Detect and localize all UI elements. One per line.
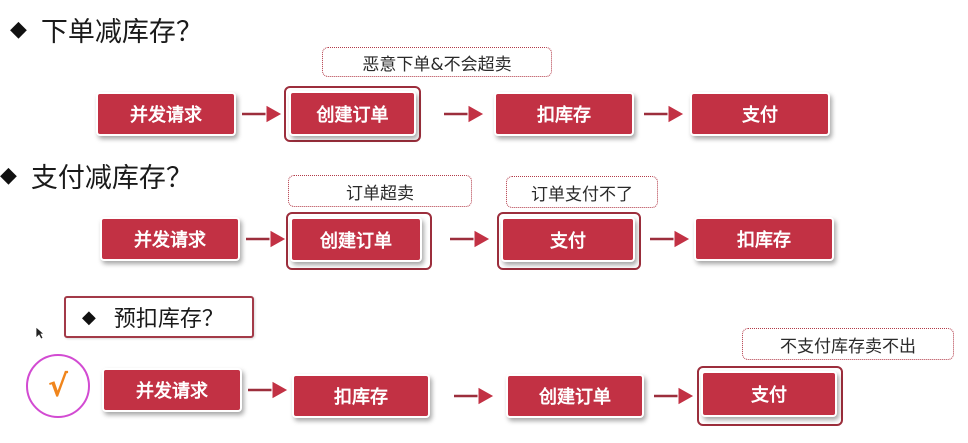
section-2-heading: ◆ 支付减库存？ (0, 156, 193, 195)
s3-step-concurrent-request: 并发请求 (102, 368, 242, 412)
s3-step-create-order: 创建订单 (506, 374, 644, 418)
diamond-bullet-icon: ◆ (0, 163, 17, 188)
diamond-bullet-icon: ◆ (10, 17, 27, 42)
s2-arrow-2 (450, 229, 492, 249)
s3-step-deduct-inventory: 扣库存 (292, 374, 430, 418)
s3-arrow-2 (454, 386, 496, 406)
s1-step-deduct-inventory: 扣库存 (494, 92, 634, 136)
s2-step-concurrent-request: 并发请求 (100, 217, 240, 261)
section-3-heading-text: 预扣库存？ (113, 307, 224, 332)
s1-arrow-2 (444, 104, 486, 124)
s3-arrow-3 (654, 386, 696, 406)
diamond-bullet-icon: ◆ (82, 306, 96, 328)
section-3-note: 不支付库存卖不出 (742, 328, 954, 360)
s3-arrow-1 (248, 380, 290, 400)
s1-step-highlight-frame (284, 86, 421, 142)
s2-step-pay: 支付 (501, 217, 635, 262)
s2-arrow-3 (650, 229, 692, 249)
s1-step-pay: 支付 (690, 92, 830, 136)
s1-arrow-3 (644, 104, 686, 124)
s3-step-pay: 支付 (701, 371, 837, 417)
s2-create-order-highlight (286, 212, 432, 270)
section-1-heading-text: 下单减库存？ (40, 17, 203, 48)
s1-step-concurrent-request: 并发请求 (96, 92, 236, 136)
s1-step-create-order: 创建订单 (289, 91, 416, 136)
s1-arrow-1 (242, 104, 284, 124)
section-2-note-unpayable: 订单支付不了 (506, 176, 658, 208)
s2-step-deduct-inventory: 扣库存 (694, 217, 834, 261)
section-2-note-oversell: 订单超卖 (288, 175, 472, 207)
section-1-note: 恶意下单&不会超卖 (322, 47, 552, 77)
cursor-icon (35, 326, 45, 340)
s2-pay-highlight (497, 212, 641, 270)
s2-step-create-order: 创建订单 (290, 217, 422, 262)
check-icon: √ (26, 354, 90, 418)
s3-pay-highlight (697, 366, 843, 426)
section-1-heading: ◆ 下单减库存？ (10, 10, 203, 49)
s2-arrow-1 (246, 229, 288, 249)
section-2-heading-text: 支付减库存？ (30, 163, 193, 194)
section-3-heading: ◆ 预扣库存？ (64, 296, 254, 338)
